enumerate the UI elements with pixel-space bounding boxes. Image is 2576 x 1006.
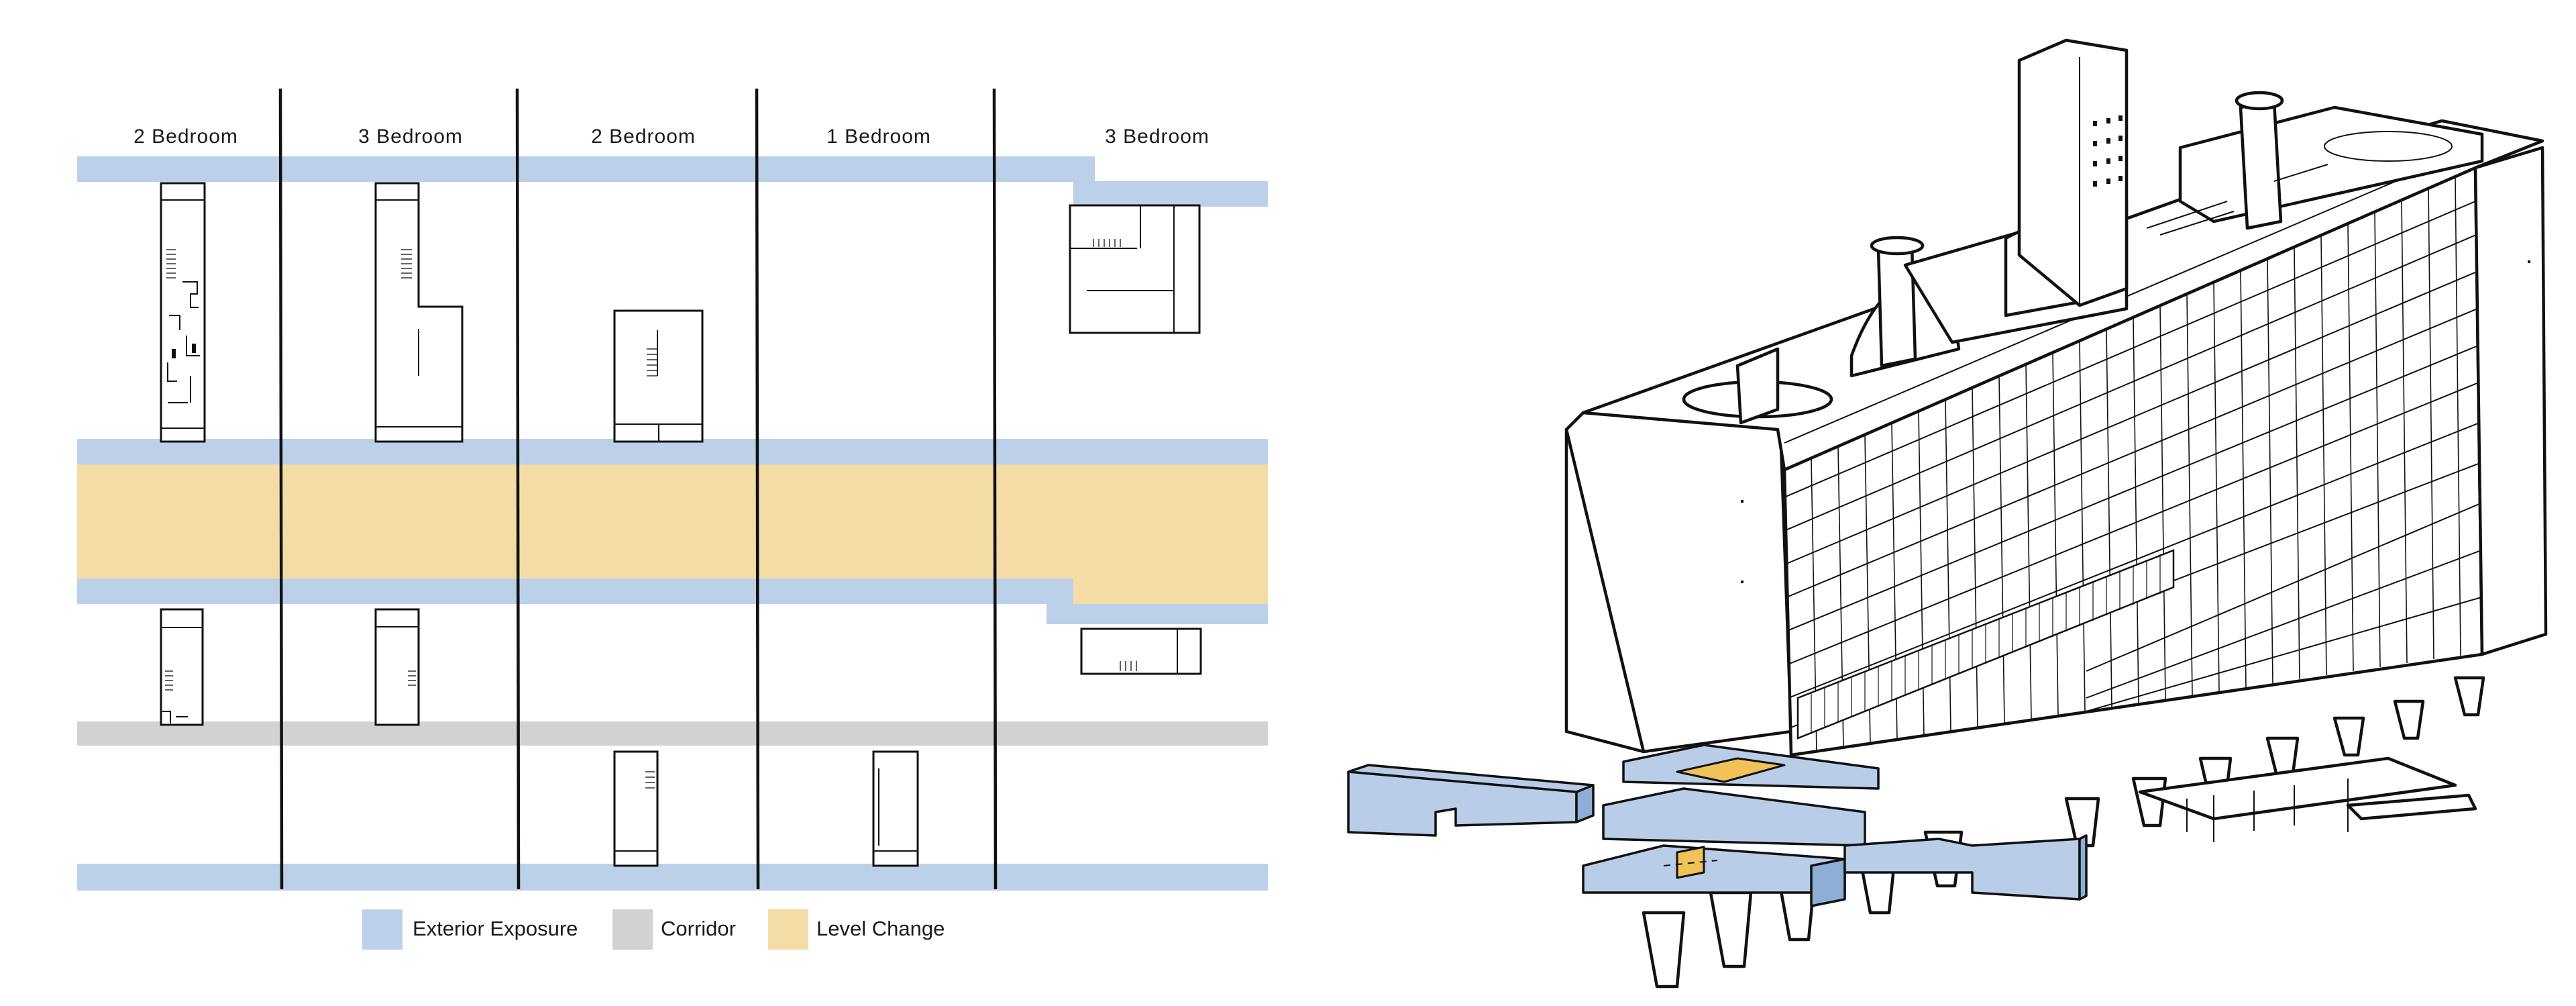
far-end-wall xyxy=(2473,146,2548,656)
column-label-5: 3 Bedroom xyxy=(1105,125,1210,148)
column-label-1: 2 Bedroom xyxy=(133,125,238,148)
unit-section-diagram: 2 Bedroom 3 Bedroom 2 Bedroom 1 Bedroom … xyxy=(77,88,1268,950)
plan-3-bedroom-b-lower xyxy=(1080,627,1202,675)
unit-blocks xyxy=(1347,744,2088,907)
facade-grid xyxy=(1811,176,2461,752)
exposure-band-top xyxy=(77,156,1268,207)
plan-1-bedroom xyxy=(872,750,919,867)
legend-swatch-exterior-exposure xyxy=(362,909,402,950)
corridor-band xyxy=(77,721,1268,746)
plan-3-bedroom-upper xyxy=(374,182,464,443)
legend: Exterior Exposure Corridor Level Change xyxy=(362,909,945,950)
plan-2-bedroom-upper xyxy=(160,182,206,443)
dashed-connector xyxy=(1663,860,1718,866)
plan-3-bedroom-b-upper xyxy=(1069,204,1201,334)
facade-floors xyxy=(1785,201,2482,729)
exposure-band-upper-mid xyxy=(77,439,1268,464)
legend-swatch-corridor xyxy=(612,909,653,950)
level-change-block-upper xyxy=(1676,757,1786,783)
roof-elements xyxy=(1682,38,2484,425)
column-dividers xyxy=(278,88,998,890)
legend-label-level-change: Level Change xyxy=(816,917,945,940)
divider-1 xyxy=(278,88,284,890)
plan-2-bedroom-b-lower xyxy=(613,750,659,867)
end-face-marks xyxy=(1741,260,2530,583)
legend-label-corridor: Corridor xyxy=(661,917,736,940)
roof-deck-line xyxy=(1784,144,2483,444)
exposure-band-bottom xyxy=(77,864,1268,891)
legend-swatch-level-change xyxy=(768,909,808,950)
plan-2-bedroom-b-upper xyxy=(613,309,704,443)
column-label-3: 2 Bedroom xyxy=(591,125,696,148)
exposure-band-lower-mid xyxy=(77,579,1268,624)
plan-2-bedroom-lower xyxy=(160,608,204,726)
column-label-2: 3 Bedroom xyxy=(358,125,463,148)
shopping-street-louvers xyxy=(1811,554,2161,734)
building-axonometric xyxy=(1347,38,2548,989)
terrace-structure xyxy=(2138,756,2477,842)
divider-4 xyxy=(992,88,998,890)
pilotis xyxy=(1642,676,2485,989)
divider-2 xyxy=(515,88,521,890)
plan-3-bedroom-lower xyxy=(374,608,420,726)
legend-label-exterior-exposure: Exterior Exposure xyxy=(413,917,578,940)
level-change-band xyxy=(77,464,1268,579)
building-side-wall xyxy=(1564,347,1793,754)
column-label-4: 1 Bedroom xyxy=(826,125,931,148)
divider-3 xyxy=(755,88,760,890)
